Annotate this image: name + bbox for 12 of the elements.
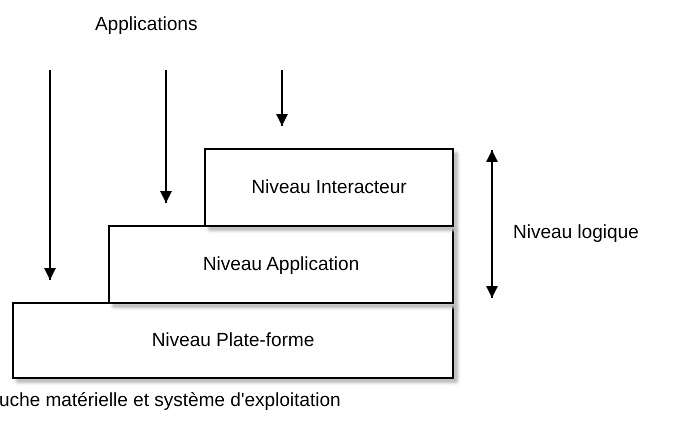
layer-label: Niveau Application <box>202 254 360 276</box>
layer-box <box>108 225 454 304</box>
layer-label: Niveau Plate-forme <box>152 330 314 352</box>
arrow <box>44 70 56 280</box>
arrow <box>276 70 288 126</box>
layer-box <box>204 148 454 227</box>
dimension-label: Niveau logique <box>513 222 639 244</box>
layer-title: Applications <box>95 14 198 36</box>
layer-box <box>12 302 454 379</box>
arrow <box>160 70 172 203</box>
caption-text: uche matérielle et système d'exploitation <box>0 390 341 412</box>
layer-label: Niveau Interacteur <box>251 176 407 198</box>
